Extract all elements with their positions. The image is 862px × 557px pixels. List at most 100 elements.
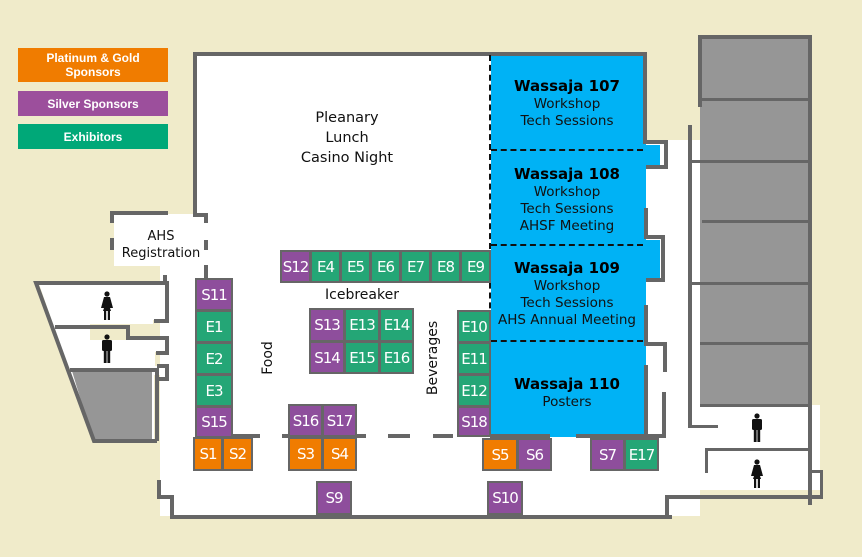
wall — [690, 282, 810, 285]
area-use: Registration — [121, 246, 201, 261]
wall — [157, 495, 173, 499]
room-use: AHSF Meeting — [519, 218, 615, 234]
icebreaker-label: Icebreaker — [325, 287, 399, 303]
booth-E1[interactable]: E1 — [195, 310, 233, 343]
room-wassaja-107[interactable]: Wassaja 107 Workshop Tech Sessions — [491, 76, 643, 130]
booth-E9[interactable]: E9 — [460, 250, 491, 283]
wall — [705, 448, 708, 473]
booth-E5[interactable]: E5 — [340, 250, 371, 283]
booth-E2[interactable]: E2 — [195, 342, 233, 375]
room-use: Workshop — [533, 96, 601, 112]
wall — [157, 480, 161, 498]
wall — [110, 238, 114, 250]
wall — [644, 208, 648, 238]
booth-S12[interactable]: S12 — [280, 250, 311, 283]
wall — [808, 470, 822, 473]
booth-S13[interactable]: S13 — [309, 308, 345, 342]
room-title: Wassaja 109 — [514, 259, 620, 277]
beverages-label: Beverages — [425, 320, 441, 396]
wall — [646, 278, 665, 282]
wall — [644, 305, 648, 345]
legend-platinum-gold: Platinum & Gold Sponsors — [18, 48, 168, 82]
room-use: Posters — [542, 394, 592, 410]
booth-E17[interactable]: E17 — [624, 438, 659, 471]
wall — [170, 515, 672, 519]
booth-S3[interactable]: S3 — [288, 437, 323, 471]
wall — [700, 404, 810, 407]
wall — [193, 213, 207, 217]
booth-E12[interactable]: E12 — [457, 374, 491, 407]
wall — [646, 165, 668, 169]
wall — [388, 434, 410, 438]
room-wassaja-109[interactable]: Wassaja 109 Workshop Tech Sessions AHS A… — [491, 258, 643, 329]
room-title: Wassaja 110 — [514, 375, 620, 393]
booth-S4[interactable]: S4 — [322, 437, 357, 471]
room-nook — [640, 145, 660, 165]
wall — [644, 365, 648, 437]
booth-E3[interactable]: E3 — [195, 374, 233, 407]
booth-E15[interactable]: E15 — [344, 341, 380, 374]
booth-S5[interactable]: S5 — [482, 438, 518, 471]
room-divider — [491, 340, 643, 342]
booth-S11[interactable]: S11 — [195, 278, 233, 311]
booth-E6[interactable]: E6 — [370, 250, 401, 283]
room-divider — [491, 149, 643, 151]
wall — [698, 35, 812, 39]
area-use: Lunch — [325, 130, 369, 146]
wall — [490, 434, 550, 438]
room-use: Tech Sessions — [520, 295, 614, 311]
registration-floor — [114, 214, 206, 266]
left-restroom-block — [33, 275, 169, 443]
legend-silver: Silver Sponsors — [18, 91, 168, 116]
area-use: Casino Night — [300, 150, 394, 166]
booth-E7[interactable]: E7 — [400, 250, 431, 283]
wall — [688, 125, 692, 425]
women-restroom-icon — [751, 459, 763, 488]
booth-E4[interactable]: E4 — [310, 250, 341, 283]
booth-E10[interactable]: E10 — [457, 310, 491, 343]
room-nook — [640, 240, 660, 280]
legend-exhibitors: Exhibitors — [18, 124, 168, 149]
wall — [644, 235, 664, 239]
room-title: Wassaja 107 — [514, 77, 620, 95]
room-use: Tech Sessions — [520, 113, 614, 129]
room-use: Workshop — [533, 278, 601, 294]
booth-S15[interactable]: S15 — [195, 406, 233, 438]
wall — [688, 425, 718, 428]
wall — [204, 240, 208, 250]
wall — [820, 470, 823, 498]
food-label: Food — [260, 341, 276, 375]
main-hall-label: Pleanary Lunch Casino Night — [272, 108, 422, 168]
men-restroom-icon — [752, 413, 762, 442]
area-use: AHS — [147, 229, 175, 244]
booth-S6[interactable]: S6 — [517, 438, 552, 471]
booth-E16[interactable]: E16 — [379, 341, 414, 374]
booth-S2[interactable]: S2 — [222, 437, 253, 471]
room-use: Tech Sessions — [520, 201, 614, 217]
booth-S1[interactable]: S1 — [193, 437, 223, 471]
room-use: Workshop — [533, 184, 601, 200]
room-use: AHS Annual Meeting — [498, 312, 636, 328]
booth-S9[interactable]: S9 — [316, 481, 352, 515]
wall — [110, 211, 114, 223]
booth-S7[interactable]: S7 — [590, 438, 625, 471]
room-wassaja-108[interactable]: Wassaja 108 Workshop Tech Sessions AHSF … — [491, 164, 643, 235]
booth-S16[interactable]: S16 — [288, 404, 323, 437]
booth-E13[interactable]: E13 — [344, 308, 380, 342]
room-title: Wassaja 108 — [514, 165, 620, 183]
booth-E11[interactable]: E11 — [457, 342, 491, 375]
booth-E14[interactable]: E14 — [379, 308, 414, 342]
room-divider — [491, 244, 643, 246]
wall — [702, 220, 810, 223]
registration-label: AHS Registration — [112, 228, 210, 262]
booth-E8[interactable]: E8 — [430, 250, 461, 283]
wall — [662, 392, 666, 437]
booth-S10[interactable]: S10 — [487, 481, 523, 515]
wall — [643, 140, 668, 144]
room-wassaja-110[interactable]: Wassaja 110 Posters — [491, 374, 643, 411]
booth-S18[interactable]: S18 — [457, 406, 491, 437]
booth-S17[interactable]: S17 — [322, 404, 357, 437]
booth-S14[interactable]: S14 — [309, 341, 345, 374]
wall — [705, 448, 810, 451]
women-restroom-icon — [101, 291, 113, 320]
